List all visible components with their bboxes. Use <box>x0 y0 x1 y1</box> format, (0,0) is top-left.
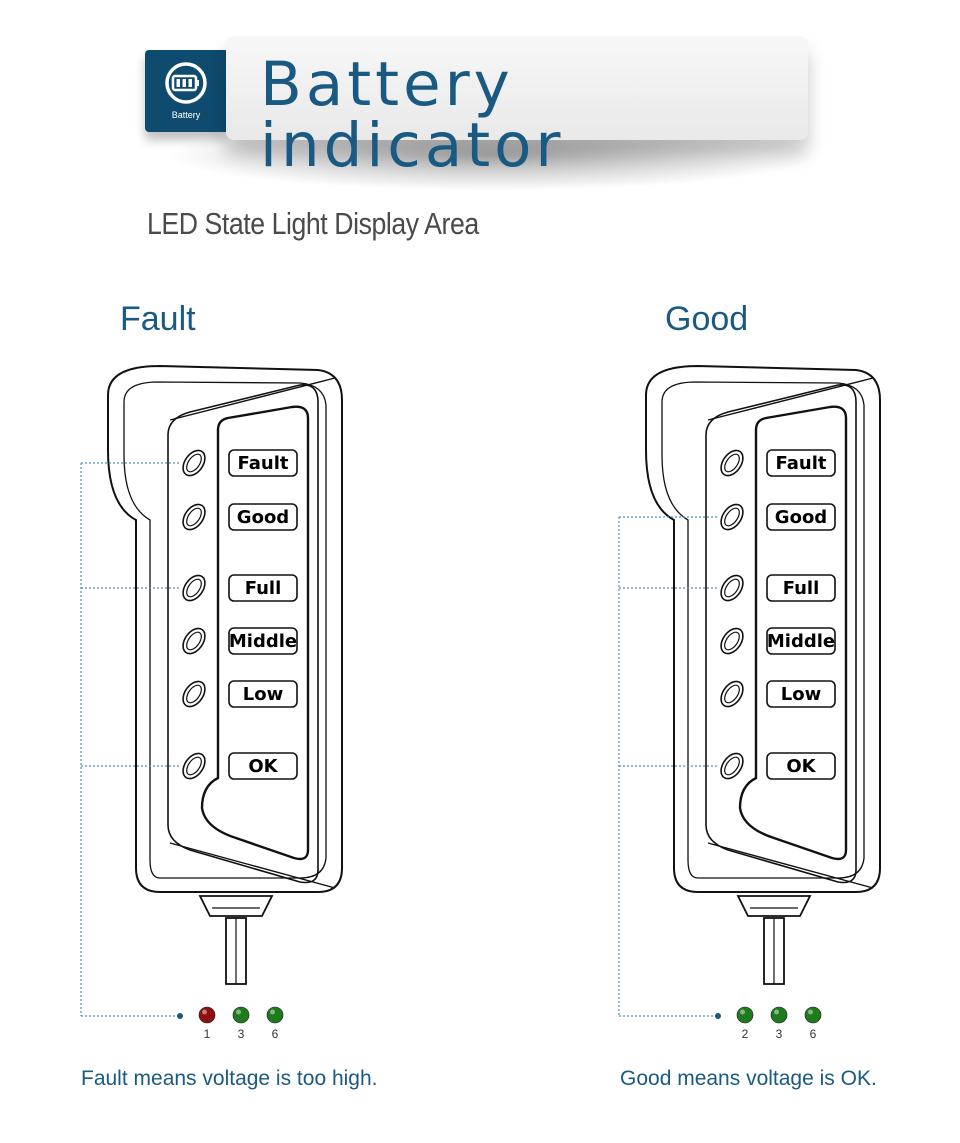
led-highlight <box>774 1009 779 1015</box>
label-recess <box>200 405 310 861</box>
indicator-label: Middle <box>767 631 835 652</box>
page-title: Battery indicator <box>260 49 565 181</box>
indicator-label-box: Low <box>228 680 298 708</box>
good-panel-title: Good <box>665 300 749 338</box>
led-highlight <box>270 1009 275 1015</box>
leader-dot <box>715 1013 721 1019</box>
indicator-label: Full <box>783 578 820 599</box>
led-number: 3 <box>238 1027 245 1041</box>
edge-line <box>707 842 874 889</box>
indicator-label-box: OK <box>766 752 836 780</box>
indicator-label: Middle <box>229 631 297 652</box>
indicator-label-box: Middle <box>228 627 298 655</box>
device-rim <box>661 381 865 879</box>
good-caption: Good means voltage is OK. <box>620 1067 877 1090</box>
state-led <box>198 1006 216 1024</box>
battery-icon-tile: Battery <box>145 50 227 132</box>
device-shell <box>645 364 881 893</box>
state-led <box>232 1006 250 1024</box>
indicator-label-box: Fault <box>766 449 836 477</box>
led-indicator <box>182 503 206 531</box>
indicator-label-box: Full <box>766 574 836 602</box>
indicator-label: Good <box>237 507 289 528</box>
led-highlight <box>236 1009 241 1015</box>
edge-line <box>707 377 874 421</box>
cable-connector <box>198 895 274 917</box>
led-indicator <box>720 449 744 477</box>
indicator-label: Low <box>243 684 283 705</box>
state-led <box>804 1006 822 1024</box>
indicator-label: OK <box>248 756 278 777</box>
led-indicator <box>182 449 206 477</box>
edge-line <box>169 842 336 889</box>
led-indicator <box>720 503 744 531</box>
fault-panel-title: Fault <box>120 300 196 338</box>
indicator-label-box: Fault <box>228 449 298 477</box>
led-highlight <box>202 1009 207 1015</box>
led-number: 3 <box>776 1027 783 1041</box>
led-number: 2 <box>742 1027 749 1041</box>
indicator-label: Full <box>245 578 282 599</box>
state-led <box>736 1006 754 1024</box>
led-indicator <box>720 680 744 708</box>
state-led <box>266 1006 284 1024</box>
indicator-label-box: Good <box>228 503 298 531</box>
cable-connector <box>736 895 812 917</box>
indicator-label-box: Low <box>766 680 836 708</box>
edge-line <box>169 377 336 421</box>
device-shell <box>107 364 343 893</box>
page-subtitle: LED State Light Display Area <box>147 206 479 241</box>
indicator-label: Low <box>781 684 821 705</box>
battery-icon <box>165 62 207 104</box>
indicator-label-box: Full <box>228 574 298 602</box>
label-recess <box>738 405 848 861</box>
led-indicator <box>720 627 744 655</box>
led-indicator <box>720 574 744 602</box>
indicator-label-box: OK <box>228 752 298 780</box>
led-indicator <box>182 680 206 708</box>
led-indicator <box>182 574 206 602</box>
indicator-label: Fault <box>776 453 827 474</box>
indicator-label-box: Good <box>766 503 836 531</box>
led-number: 6 <box>810 1027 817 1041</box>
device-rim <box>123 381 327 879</box>
led-indicator <box>720 752 744 780</box>
device-face <box>705 384 857 884</box>
led-indicator <box>182 752 206 780</box>
led-number: 1 <box>204 1027 211 1041</box>
indicator-label: OK <box>786 756 816 777</box>
state-led <box>770 1006 788 1024</box>
leader-dot <box>177 1013 183 1019</box>
led-highlight <box>808 1009 813 1015</box>
device-face <box>167 384 319 884</box>
fault-caption: Fault means voltage is too high. <box>81 1067 378 1090</box>
indicator-label: Good <box>775 507 827 528</box>
battery-icon-label: Battery <box>171 110 201 120</box>
led-number: 6 <box>272 1027 279 1041</box>
led-indicator <box>182 627 206 655</box>
indicator-label: Fault <box>238 453 289 474</box>
title-card: Battery indicator <box>226 36 808 176</box>
indicator-label-box: Middle <box>766 627 836 655</box>
led-highlight <box>740 1009 745 1015</box>
